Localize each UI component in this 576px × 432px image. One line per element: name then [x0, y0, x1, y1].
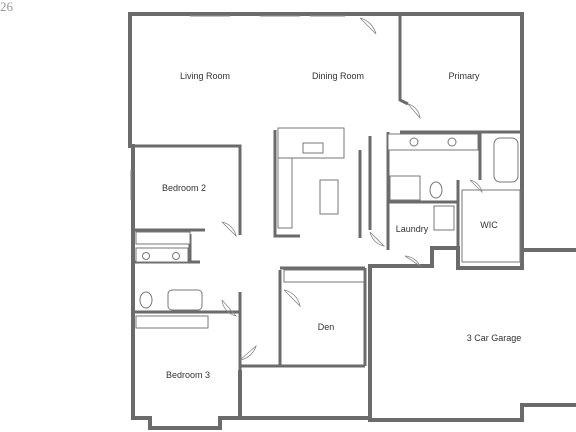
- bedroom3-closet: [135, 315, 209, 329]
- label-wic: WIC: [480, 220, 498, 230]
- wic-shelving: [461, 189, 521, 263]
- fixtures: [135, 127, 521, 329]
- laundry-cabinets: [433, 205, 455, 231]
- label-garage: 3 Car Garage: [467, 333, 522, 343]
- windows: [130, 15, 345, 200]
- primary-toilet: [429, 181, 443, 199]
- interior-walls: [133, 14, 522, 372]
- kitchen-island: [319, 179, 339, 215]
- label-bedroom-3: Bedroom 3: [166, 370, 210, 380]
- exterior-walls: [128, 12, 576, 430]
- label-den: Den: [318, 322, 335, 332]
- label-living-room: Living Room: [180, 71, 230, 81]
- primary-vanity: [387, 133, 479, 151]
- label-dining-room: Dining Room: [312, 71, 364, 81]
- kitchen-sink: [302, 142, 324, 154]
- label-laundry: Laundry: [396, 224, 429, 234]
- bedroom2-closet: [135, 231, 191, 245]
- den-closet: [283, 269, 365, 283]
- doors: [221, 17, 483, 361]
- primary-shower: [389, 175, 421, 201]
- hall-toilet: [139, 291, 153, 309]
- kitchen-cabinets: [277, 157, 293, 229]
- primary-tub: [493, 137, 519, 183]
- hall-tub: [167, 289, 203, 311]
- label-primary: Primary: [449, 71, 480, 81]
- label-bedroom-2: Bedroom 2: [162, 183, 206, 193]
- corner-number: 26: [0, 0, 14, 14]
